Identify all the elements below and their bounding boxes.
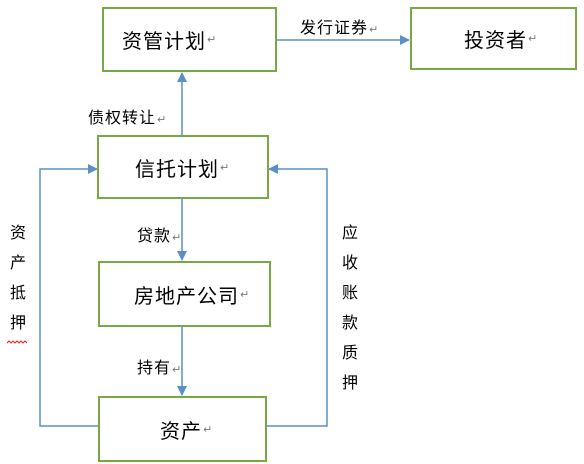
label-hold-text: 持有	[137, 358, 172, 377]
label-asset-mortgage: 资 产 抵 押	[8, 218, 28, 338]
node-trust-plan-label: 信托计划	[135, 156, 219, 181]
label-receivables-pledge: 应 收 账 款 质 押	[340, 218, 360, 398]
label-debt-transfer-text: 债权转让	[88, 108, 157, 127]
label-issue-securities: 发行证券↵	[300, 14, 378, 38]
label-receivables-pledge-char: 款	[341, 313, 358, 332]
label-asset-mortgage-char: 资	[9, 223, 26, 242]
label-receivables-pledge-char: 质	[341, 343, 358, 362]
label-asset-mortgage-char: 产	[9, 253, 26, 272]
label-hold: 持有↵	[137, 354, 181, 378]
node-investor: 投资者↵	[410, 7, 577, 70]
node-asset-mgmt-plan: 资管计划↵	[102, 7, 277, 72]
paragraph-mark: ↵	[172, 363, 182, 376]
label-receivables-pledge-char: 押	[341, 373, 358, 392]
label-asset-mortgage-char: 抵	[9, 283, 26, 302]
label-issue-securities-text: 发行证券	[300, 18, 369, 37]
node-trust-plan: 信托计划↵	[97, 135, 269, 199]
label-receivables-pledge-char: 账	[341, 283, 358, 302]
paragraph-mark: ↵	[528, 32, 538, 45]
label-asset-mortgage-char: 押	[9, 313, 26, 332]
paragraph-mark: ↵	[157, 113, 167, 126]
node-asset-mgmt-plan-label: 资管计划	[122, 29, 206, 53]
spellcheck-underline	[7, 340, 27, 344]
paragraph-mark: ↵	[203, 422, 213, 436]
label-receivables-pledge-char: 收	[341, 253, 358, 272]
node-real-estate-company: 房地产公司↵	[98, 261, 271, 327]
paragraph-mark: ↵	[207, 33, 217, 46]
paragraph-mark: ↵	[369, 23, 379, 36]
paragraph-mark: ↵	[172, 231, 182, 244]
paragraph-mark: ↵	[240, 287, 250, 301]
paragraph-mark: ↵	[220, 160, 230, 174]
label-debt-transfer: 债权转让↵	[88, 104, 166, 128]
node-assets: 资产↵	[98, 396, 267, 462]
label-receivables-pledge-char: 应	[341, 223, 358, 242]
label-loan: 贷款↵	[137, 222, 181, 246]
arrow-receivables-pledge	[267, 164, 328, 427]
node-assets-label: 资产	[160, 418, 202, 443]
node-investor-label: 投资者	[464, 28, 527, 52]
node-real-estate-company-label: 房地产公司	[134, 283, 239, 308]
label-loan-text: 贷款	[137, 226, 172, 245]
arrow-asset-mortgage	[39, 164, 98, 427]
